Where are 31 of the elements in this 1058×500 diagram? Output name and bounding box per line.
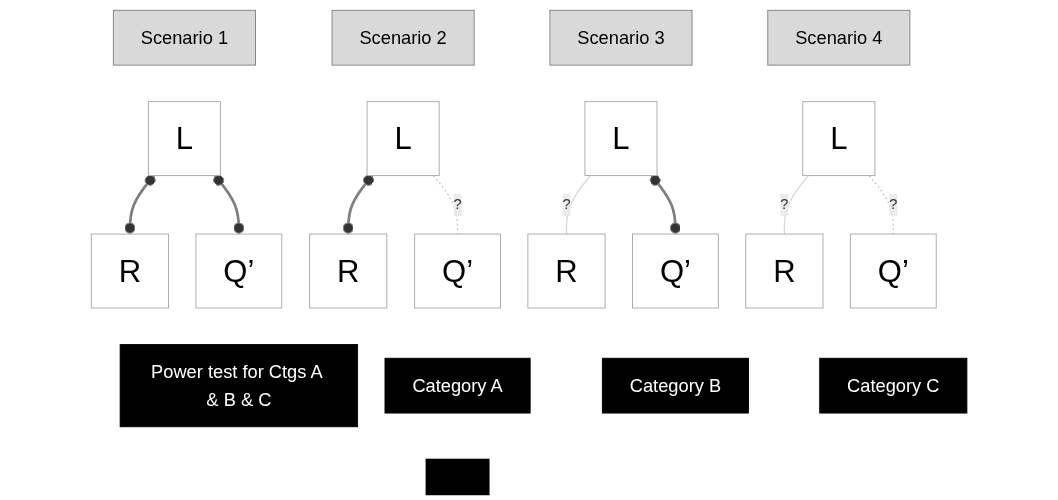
edge-label: ? (453, 196, 462, 212)
node-box: Power test for Ctgs A & B & C (119, 343, 358, 427)
node-box: L (802, 100, 876, 176)
node-box: R (745, 233, 824, 308)
node-box: Scenario 1 (112, 9, 256, 66)
connector (342, 174, 374, 234)
node-bar (425, 458, 490, 495)
node-box: Scenario 2 (331, 9, 475, 66)
edge-label: ? (562, 196, 571, 212)
node-box: Q’ (414, 233, 501, 308)
node-box: Scenario 4 (767, 9, 911, 66)
node-box: Scenario 3 (549, 9, 693, 66)
node-box: Category B (601, 357, 749, 413)
edge-label: ? (889, 196, 898, 212)
node-box: Category A (384, 357, 531, 413)
node-box: L (366, 100, 440, 176)
connector (565, 174, 592, 235)
node-box: R (90, 233, 169, 308)
node-box: Category C (819, 357, 968, 413)
node-box: Q’ (631, 233, 719, 308)
node-box: Q’ (849, 233, 937, 308)
connector (783, 174, 809, 235)
node-box: R (527, 233, 606, 308)
node-box: L (147, 100, 221, 176)
connector (124, 174, 156, 234)
node-box: L (584, 100, 658, 176)
node-box: Q’ (195, 233, 283, 308)
node-box: R (309, 233, 388, 308)
edge-label: ? (780, 196, 789, 212)
connector (213, 174, 245, 234)
connector (649, 174, 681, 234)
